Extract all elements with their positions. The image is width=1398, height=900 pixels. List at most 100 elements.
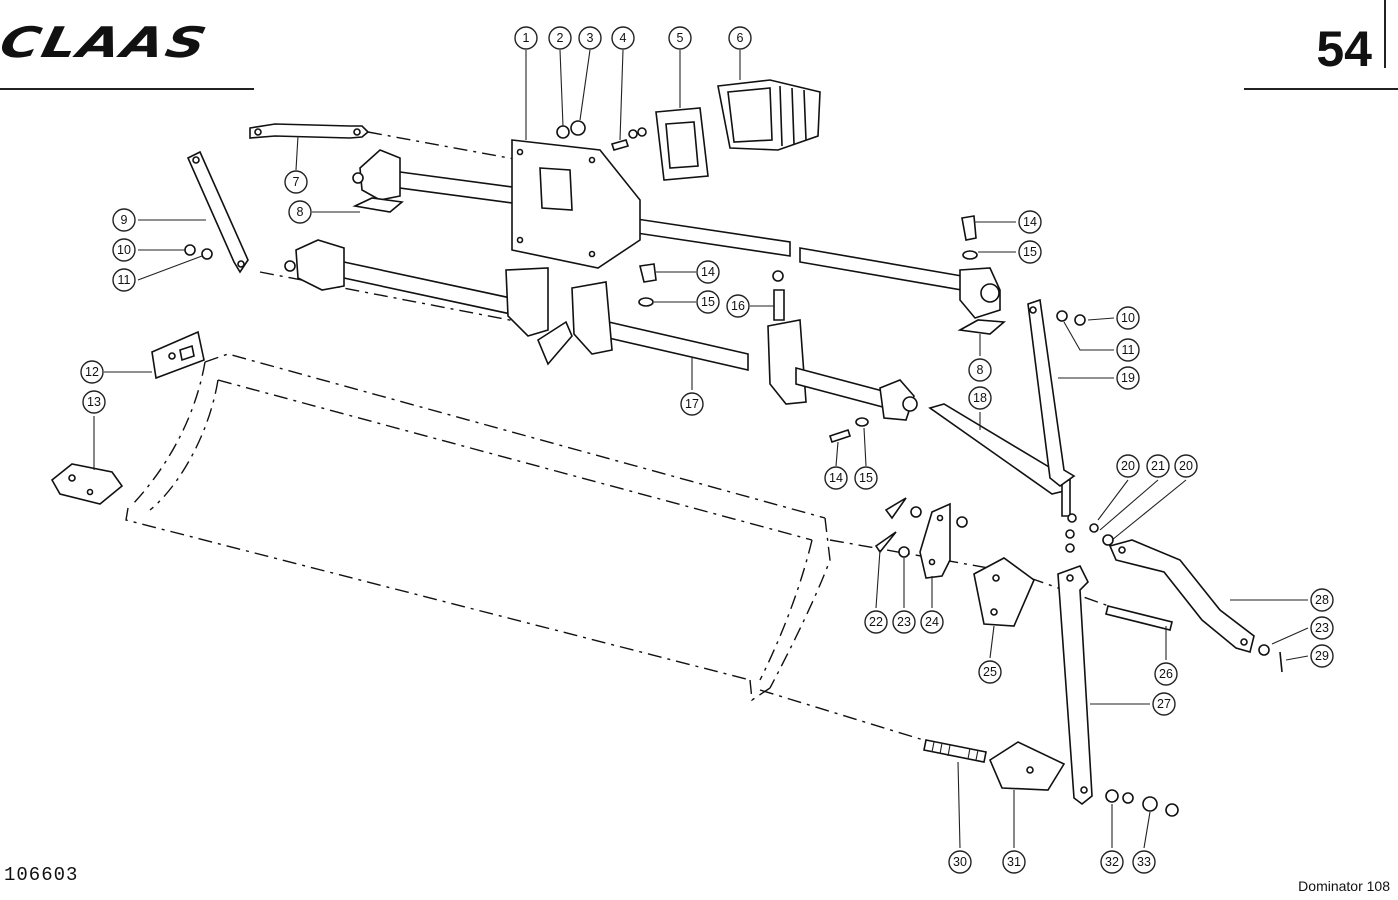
svg-text:32: 32 <box>1105 855 1119 869</box>
callout-6: 6 <box>728 26 752 50</box>
svg-text:6: 6 <box>737 31 744 45</box>
svg-text:30: 30 <box>953 855 967 869</box>
callout-15: 15 <box>696 290 720 314</box>
callout-2: 2 <box>548 26 572 50</box>
callout-11: 11 <box>112 268 136 292</box>
part-18-arm <box>928 403 1071 517</box>
svg-text:26: 26 <box>1159 667 1173 681</box>
svg-text:11: 11 <box>1122 343 1135 357</box>
part-6-boot <box>717 79 821 151</box>
svg-text:16: 16 <box>731 299 745 313</box>
callout-20: 20 <box>1116 454 1140 478</box>
callout-12: 12 <box>80 360 104 384</box>
part-17-lower-shaft <box>295 239 918 421</box>
callout-33: 33 <box>1132 850 1156 874</box>
svg-text:29: 29 <box>1315 649 1329 663</box>
svg-text:8: 8 <box>297 205 304 219</box>
header-rule-right <box>1244 88 1398 90</box>
svg-text:20: 20 <box>1179 459 1193 473</box>
callout-14b: 14 <box>1018 210 1042 234</box>
leader-lines <box>93 49 1309 849</box>
svg-text:14: 14 <box>1023 215 1037 229</box>
part-28-curved-arm <box>1108 539 1255 653</box>
callout-15c: 15 <box>854 466 878 490</box>
svg-text:5: 5 <box>677 31 684 45</box>
callout-29: 29 <box>1310 644 1334 668</box>
svg-text:15: 15 <box>701 295 715 309</box>
document-number: 106603 <box>4 864 79 886</box>
svg-text:28: 28 <box>1315 593 1329 607</box>
callout-10b: 10 <box>1116 306 1140 330</box>
header-rule-left <box>0 88 254 90</box>
callout-28: 28 <box>1310 588 1334 612</box>
callout-9: 9 <box>112 208 136 232</box>
callout-31: 31 <box>1002 850 1026 874</box>
callout-11b: 11 <box>1116 338 1140 362</box>
callout-1: 1 <box>514 26 538 50</box>
callout-14c: 14 <box>824 466 848 490</box>
svg-text:23: 23 <box>897 615 911 629</box>
plates <box>919 502 1066 791</box>
part-9-lever <box>186 150 249 274</box>
callout-10: 10 <box>112 238 136 262</box>
svg-text:10: 10 <box>1121 311 1135 325</box>
callout-23b: 23 <box>1310 616 1334 640</box>
svg-text:10: 10 <box>117 243 131 257</box>
part-19-rod <box>1027 298 1076 488</box>
callout-8: 8 <box>288 200 312 224</box>
svg-text:17: 17 <box>685 397 699 411</box>
hardware <box>184 120 1283 817</box>
callout-25: 25 <box>978 660 1002 684</box>
svg-text:7: 7 <box>293 175 300 189</box>
callout-21: 21 <box>1146 454 1170 478</box>
svg-text:23: 23 <box>1315 621 1329 635</box>
svg-text:15: 15 <box>859 471 873 485</box>
svg-text:24: 24 <box>925 615 939 629</box>
callout-32: 32 <box>1100 850 1124 874</box>
svg-text:25: 25 <box>983 665 997 679</box>
callout-19: 19 <box>1116 366 1140 390</box>
callout-23: 23 <box>892 610 916 634</box>
callout-7: 7 <box>284 170 308 194</box>
model-name: Dominator 108 <box>1298 878 1390 894</box>
part-7-link-rod <box>249 123 370 139</box>
callout-15b: 15 <box>1018 240 1042 264</box>
parts-12-13 <box>50 330 205 505</box>
svg-text:13: 13 <box>87 395 101 409</box>
svg-text:18: 18 <box>973 391 987 405</box>
part-27-long-rod <box>1057 565 1093 806</box>
svg-text:2: 2 <box>557 31 564 45</box>
svg-text:12: 12 <box>85 365 99 379</box>
svg-text:20: 20 <box>1121 459 1135 473</box>
frame-right-edge <box>1384 0 1386 68</box>
callout-22: 22 <box>864 610 888 634</box>
svg-text:33: 33 <box>1137 855 1151 869</box>
svg-text:19: 19 <box>1121 371 1135 385</box>
callout-5: 5 <box>668 26 692 50</box>
svg-text:4: 4 <box>620 31 627 45</box>
svg-text:1: 1 <box>523 31 530 45</box>
part-26-pin <box>1105 605 1173 631</box>
part-5-gasket <box>655 107 709 181</box>
svg-text:21: 21 <box>1151 459 1165 473</box>
callout-13: 13 <box>82 390 106 414</box>
callout-16: 16 <box>726 294 750 318</box>
part-8-brackets <box>352 197 1006 335</box>
callout-30: 30 <box>948 850 972 874</box>
callout-14: 14 <box>696 260 720 284</box>
svg-text:31: 31 <box>1007 855 1021 869</box>
callout-labels: 1 2 3 4 5 6 7 8 9 10 11 12 13 14 15 16 1… <box>80 26 1334 874</box>
part-30-stud <box>923 739 987 763</box>
svg-text:3: 3 <box>587 31 594 45</box>
callout-17: 17 <box>680 392 704 416</box>
callout-4: 4 <box>611 26 635 50</box>
svg-text:22: 22 <box>869 615 883 629</box>
callout-26: 26 <box>1154 662 1178 686</box>
part-1-housing <box>511 139 641 269</box>
svg-text:14: 14 <box>829 471 843 485</box>
callout-18: 18 <box>968 386 992 410</box>
callout-3: 3 <box>578 26 602 50</box>
callout-8b: 8 <box>968 358 992 382</box>
